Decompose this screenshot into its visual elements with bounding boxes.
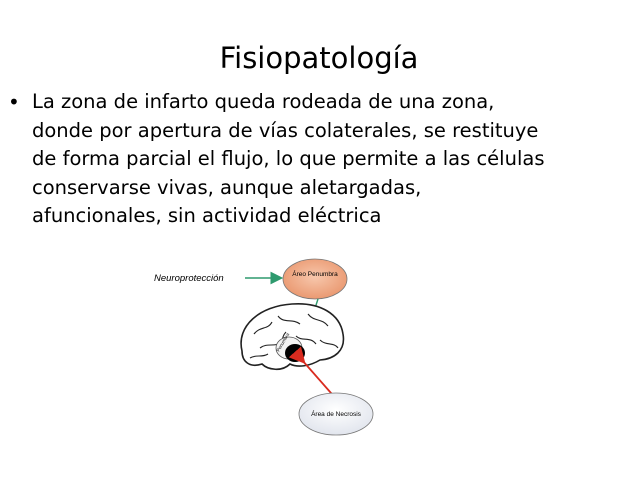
slide-title: Fisiopatología (219, 41, 419, 75)
bullet-line-3: de forma parcial el flujo, lo que permit… (32, 147, 545, 170)
brain-icon (240, 303, 345, 371)
bullet-line-2: donde por apertura de vías colaterales, … (32, 118, 539, 142)
necrosis-ellipse (298, 392, 374, 436)
bullet-symbol: • (8, 90, 20, 114)
penumbra-label: Áreo Penumbra (292, 269, 338, 278)
penumbra-ellipse (282, 258, 348, 300)
bullet-text: La zona de infarto queda rodeada de una … (32, 88, 544, 231)
bullet-line-4: conservarse vivas, aunque aletargadas, (32, 175, 422, 199)
neuroprotection-label: Neuroprotección (154, 273, 224, 284)
bullet-line-1: La zona de infarto queda rodeada de una … (32, 90, 495, 113)
bullet-line-5: afuncionales, sin actividad eléctrica (32, 204, 382, 227)
brain-diagram: Neuroprotección Áreo Penumbra (150, 256, 390, 441)
necrosis-label: Área de Necrosis (311, 409, 362, 418)
infarct-core (285, 344, 305, 362)
brain-diagram-svg: Neuroprotección Áreo Penumbra (154, 258, 374, 436)
